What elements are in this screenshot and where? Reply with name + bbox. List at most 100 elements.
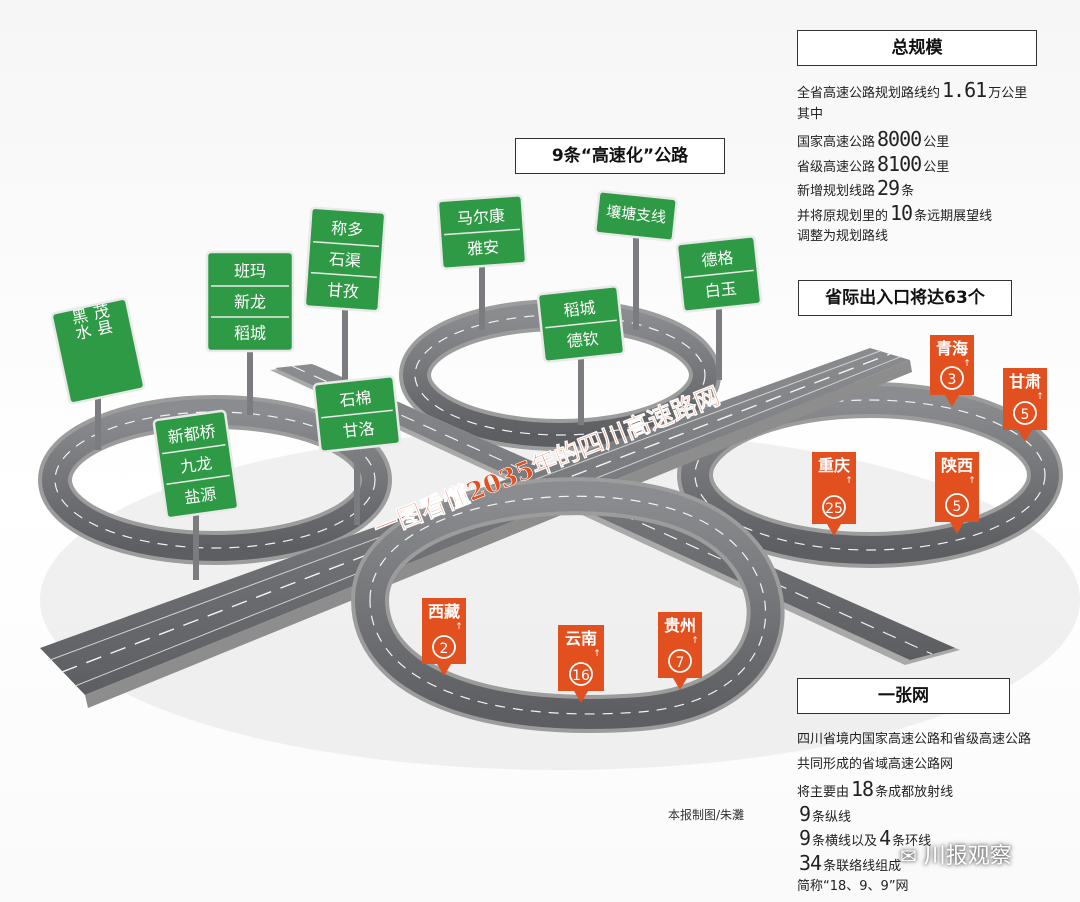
pin-province: 西藏: [428, 602, 460, 621]
stat-text: 省级高速公路: [797, 159, 876, 175]
stat-text: 条横线以及: [812, 834, 878, 849]
sign-text: 白玉: [704, 279, 738, 301]
stat-text: 条远期展望线: [914, 208, 993, 224]
sign-text: 甘孜: [326, 280, 359, 301]
arrow-icon: ↑: [593, 649, 601, 659]
sign-post: [578, 352, 584, 425]
arrow-icon: ↑: [691, 636, 699, 646]
stat-text: 公里: [923, 135, 950, 150]
sign-text: 九龙: [179, 453, 213, 476]
sign-text: 石棉: [339, 388, 373, 410]
pin-circle: [1013, 401, 1037, 425]
roads-title: 9条“高速化”公路: [515, 138, 725, 174]
pin-circle: [822, 495, 846, 519]
sign-text: 德钦: [566, 329, 600, 351]
arrow-icon: ↑: [455, 622, 463, 632]
stat-number: 9: [799, 826, 811, 850]
ring-bottom: [350, 477, 785, 733]
wechat-icon: ✉: [900, 844, 917, 868]
pin-province: 重庆: [818, 456, 850, 475]
stat-line: 调整为规划路线: [797, 225, 888, 249]
stat-number: 34: [799, 850, 822, 875]
sign-post: [633, 231, 639, 330]
pin-shape: [558, 625, 604, 703]
stat-text: 公里: [923, 159, 950, 175]
stat-text: 万公里: [988, 86, 1028, 101]
wechat-watermark: ✉ 川报观察: [900, 838, 1012, 870]
sign-post: [247, 345, 253, 415]
arrow-icon: ↑: [845, 476, 853, 486]
sign-text: 甘洛: [342, 419, 376, 441]
sign-text: 新龙: [234, 293, 266, 312]
pin-province: 青海: [936, 339, 968, 358]
sign-post: [479, 260, 485, 330]
pin-province: 甘肃: [1009, 372, 1041, 391]
exit-pin: 贵州↑ 7: [658, 612, 702, 690]
sign-post: [193, 508, 199, 580]
pin-count: 25: [825, 501, 843, 517]
arrow-icon: ↑: [968, 476, 976, 486]
stat-number: 29: [877, 176, 900, 200]
stat-text: 新增规划线路: [797, 184, 876, 199]
arrow-icon: ↑: [1036, 392, 1044, 402]
sign-text: 稻城: [563, 298, 597, 320]
stat-text: 全省高速公路规划路线约: [797, 86, 941, 101]
stat-text: 并将原规划里的: [797, 208, 889, 224]
pin-shape: [1003, 368, 1047, 442]
ring-right: [677, 382, 1063, 568]
stat-line: 其中: [797, 103, 823, 127]
stat-text: 条联络线组成: [823, 858, 902, 874]
exits-title: 省际出入口将达63个: [798, 280, 1012, 316]
stat-number: 18: [851, 777, 874, 801]
exit-pin: 西藏↑ 2: [422, 598, 466, 676]
stat-number: 10: [890, 200, 913, 225]
pin-province: 云南: [565, 629, 597, 648]
sign-panel: [152, 409, 240, 520]
sign-text: 德格: [701, 248, 735, 270]
stat-text: 条成都放射线: [875, 785, 954, 800]
stat-line: 共同形成的省域高速公路网: [797, 753, 953, 777]
pin-circle: [432, 635, 456, 659]
sign-text: 马尔康: [456, 206, 505, 228]
stat-line: 四川省境内国家高速公路和省级高速公路: [797, 728, 1031, 752]
stat-text: 调整为规划路线: [797, 229, 889, 244]
pin-shape: [812, 452, 856, 536]
exit-pin: 云南↑16: [558, 625, 604, 703]
sign-panel: [594, 190, 678, 242]
road-sign: 壤塘支线: [594, 190, 678, 330]
pin-count: 7: [676, 655, 685, 671]
network-title: 一张网: [797, 678, 1010, 714]
pin-count: 2: [440, 641, 449, 657]
stat-text: 共同形成的省域高速公路网: [797, 756, 954, 772]
stat-text: 其中: [797, 106, 824, 122]
pin-shape: [658, 612, 702, 690]
wechat-label: 川报观察: [923, 844, 1012, 869]
pin-province: 贵州: [664, 616, 696, 635]
exit-pin: 陕西↑5: [935, 452, 979, 534]
stat-number: 4: [879, 826, 891, 850]
sign-panel: [205, 250, 295, 353]
sign-text: 称多: [330, 218, 363, 239]
pin-shape: [930, 335, 974, 407]
sign-panel: [303, 206, 387, 313]
arrow-icon: ↑: [963, 359, 971, 369]
pin-circle: [569, 662, 593, 686]
sign-text: 石渠: [328, 249, 361, 270]
pin-shape: [422, 598, 466, 676]
pin-count: 5: [953, 499, 962, 515]
stat-number: 8100: [877, 151, 922, 176]
